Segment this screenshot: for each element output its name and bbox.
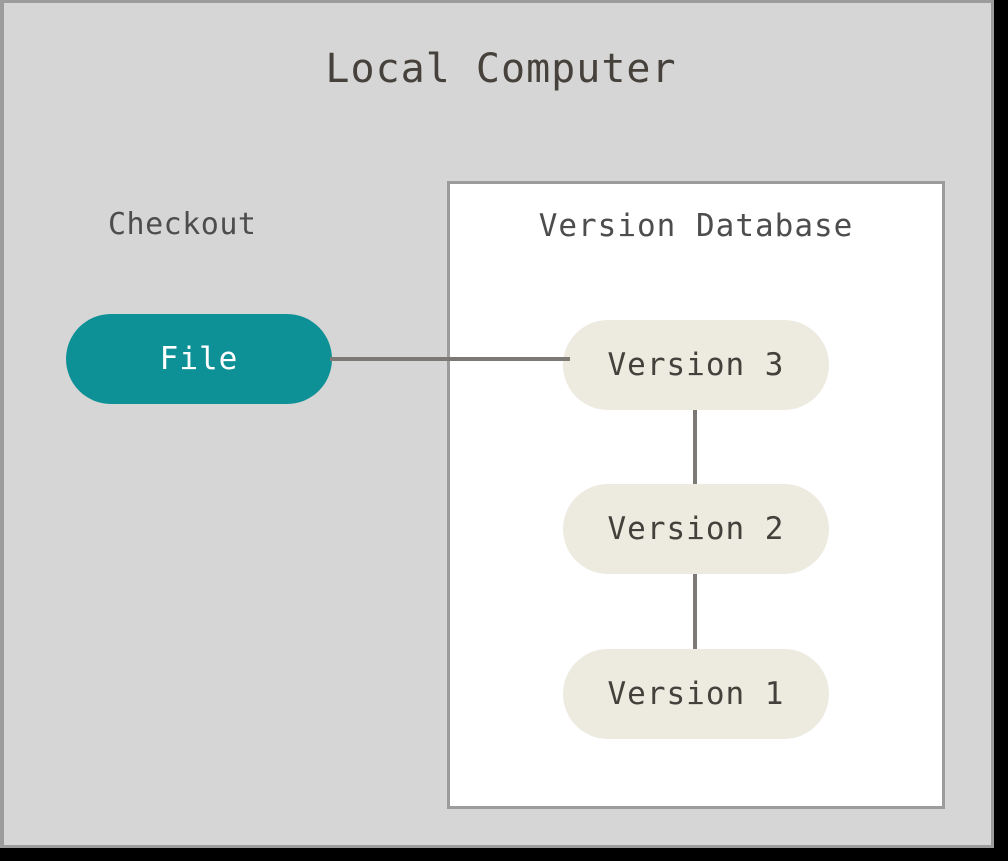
right-gutter [994,0,1008,861]
connector-version-2-to-version-1 [693,570,697,655]
connector-version-3-to-version-2 [693,406,697,490]
checkout-label: Checkout [108,207,257,242]
file-node[interactable]: File [66,314,332,404]
version-node-3[interactable]: Version 3 [563,320,829,410]
version-database-panel: Version Database Version 3 Version 2 Ver… [447,181,945,809]
page-title: Local Computer [325,46,677,92]
version-database-title: Version Database [538,208,854,244]
bottom-gutter [0,848,1008,861]
version-node-1[interactable]: Version 1 [563,649,829,739]
local-computer-frame: Local Computer Checkout File Version Dat… [0,0,994,848]
connector-file-to-version-3 [330,357,570,361]
version-node-2[interactable]: Version 2 [563,484,829,574]
